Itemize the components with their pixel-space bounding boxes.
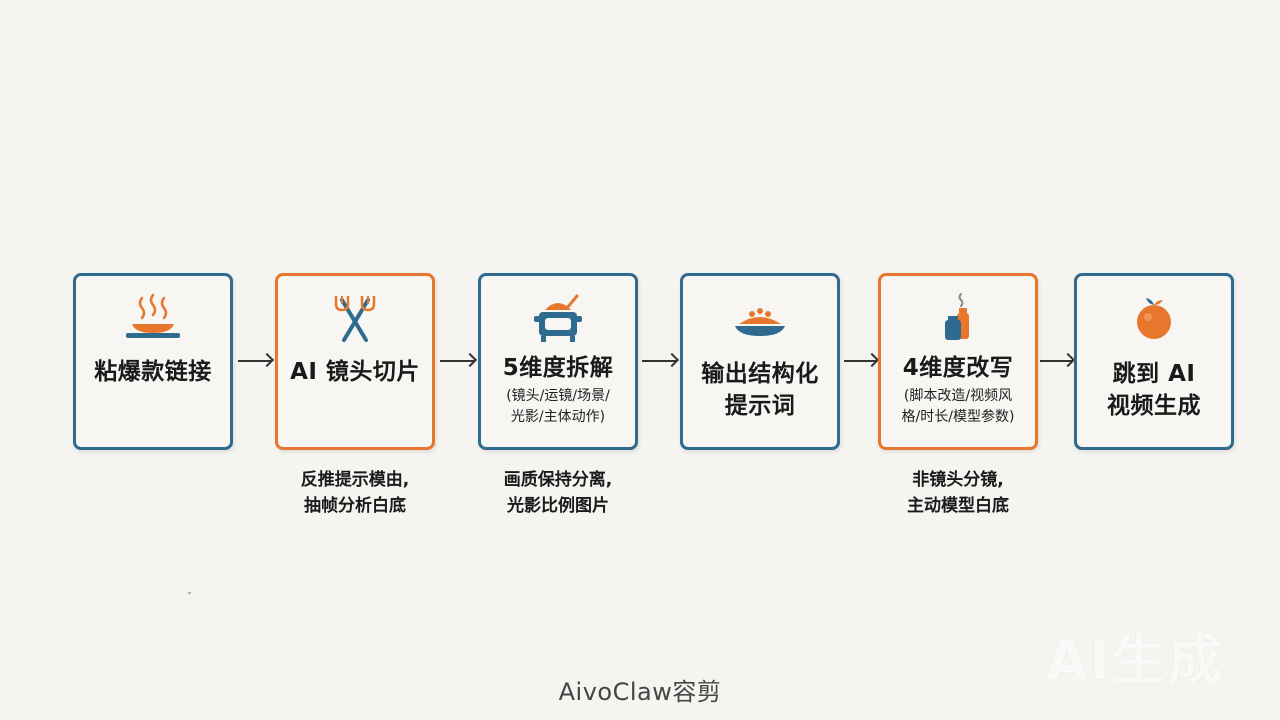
ai-generated-watermark: AI生成 (1046, 629, 1224, 692)
step-subtitle-line: 格/时长/模型参数) (901, 409, 1015, 425)
step-title: 5维度拆解 (502, 355, 614, 381)
arrow-right-icon (238, 360, 271, 362)
step-title-line: 跳到 AI (1112, 361, 1196, 387)
step-subtitle-line: (脚本改造/视频风 (903, 388, 1013, 404)
spice-jars-icon (925, 292, 991, 344)
step-note-line: 画质保持分离, (503, 470, 613, 490)
cooking-pot-icon (525, 292, 591, 344)
step-note-line: 非镜头分镜, (912, 470, 1004, 490)
step-title: 跳到 AI 视频生成 (1083, 358, 1225, 422)
step-subtitle-line: (镜头/运镜/场景/ (506, 388, 610, 404)
step-box-4-dim-rewrite: 4维度改写 (脚本改造/视频风 格/时长/模型参数) (878, 273, 1038, 450)
background-speck (188, 592, 191, 594)
step-title: 粘爆款链接 (94, 359, 212, 385)
step-box-paste-link: 粘爆款链接 (73, 273, 233, 450)
arrow-right-icon (642, 360, 676, 362)
step-title-line: 输出结构化 (701, 361, 819, 387)
step-box-structured-prompt: 输出结构化 提示词 (680, 273, 840, 450)
arrow-right-icon (1040, 360, 1072, 362)
step-title: AI 镜头切片 (290, 359, 420, 385)
arrow-right-icon (844, 360, 876, 362)
step-box-5-dim-breakdown: 5维度拆解 (镜头/运镜/场景/ 光影/主体动作) (478, 273, 638, 450)
step-note: 反推提示模由, 抽帧分析白底 (255, 467, 455, 519)
fork-and-knife-icon (322, 292, 388, 344)
brand-label: AivoClaw容剪 (558, 678, 722, 706)
step-box-ai-video-generation: 跳到 AI 视频生成 (1074, 273, 1234, 450)
step-note: 画质保持分离, 光影比例图片 (458, 467, 658, 519)
step-note-line: 反推提示模由, (300, 470, 410, 490)
step-title: 输出结构化 提示词 (689, 358, 831, 422)
step-note: 非镜头分镜, 主动模型白底 (858, 467, 1058, 519)
step-title-line: 视频生成 (1107, 393, 1201, 419)
step-box-ai-slicing: AI 镜头切片 (275, 273, 435, 450)
step-subtitle: (镜头/运镜/场景/ 光影/主体动作) (485, 386, 631, 428)
steaming-dish-icon (120, 292, 186, 344)
orange-fruit-icon (1121, 292, 1187, 344)
step-title: 4维度改写 (902, 355, 1014, 381)
step-note-line: 光影比例图片 (507, 496, 609, 516)
covered-dish-icon (727, 292, 793, 344)
step-note-line: 抽帧分析白底 (304, 496, 406, 516)
step-subtitle-line: 光影/主体动作) (510, 409, 606, 425)
step-note-line: 主动模型白底 (907, 496, 1009, 516)
step-title-line: 提示词 (724, 393, 796, 419)
step-subtitle: (脚本改造/视频风 格/时长/模型参数) (885, 386, 1031, 428)
arrow-right-icon (440, 360, 474, 362)
